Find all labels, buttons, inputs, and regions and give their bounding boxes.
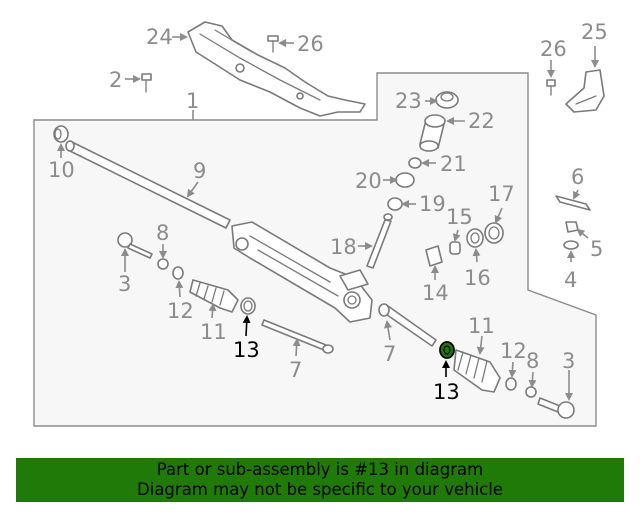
callout-7-left: 7: [289, 358, 302, 382]
callout-15: 15: [446, 205, 473, 229]
callout-8-left: 8: [156, 221, 169, 245]
callout-7-right: 7: [383, 342, 396, 366]
part-16-seal: [466, 228, 484, 248]
part-3-tie-rod-end-right: [537, 397, 575, 419]
callout-24: 24: [146, 25, 173, 49]
assembly-boundary: [33, 72, 597, 427]
callout-2: 2: [109, 68, 122, 92]
callout-14: 14: [422, 281, 449, 305]
part-1-steering-rack: [231, 221, 373, 323]
callout-26-center: 26: [297, 32, 324, 56]
callout-4: 4: [564, 268, 577, 292]
part-4-washer: [563, 240, 579, 250]
part-25-bracket: [565, 69, 605, 113]
info-banner: Part or sub-assembly is #13 in diagram D…: [16, 458, 624, 502]
callout-26-right: 26: [540, 37, 567, 61]
part-15-bushing: [449, 241, 461, 255]
callout-9: 9: [193, 159, 206, 183]
part-5-nut: [565, 221, 579, 233]
callout-11-left: 11: [200, 320, 227, 344]
callout-19: 19: [419, 192, 446, 216]
callout-8-right: 8: [526, 349, 539, 373]
part-11-boot-right: [453, 349, 501, 393]
callout-22: 22: [468, 109, 495, 133]
part-11-boot-left: [189, 279, 239, 313]
banner-line-1: Part or sub-assembly is #13 in diagram: [156, 460, 484, 479]
part-26-bolt-center: [267, 35, 279, 53]
part-19-nut: [387, 197, 403, 211]
callout-5: 5: [590, 237, 603, 261]
part-2-bolt: [141, 73, 152, 93]
part-8-nut-left: [157, 258, 169, 270]
part-7-inner-tie-rod-left: [261, 319, 334, 354]
callout-3-right: 3: [562, 349, 575, 373]
part-13-clamp-left: [240, 297, 256, 315]
part-14-bushing: [425, 245, 443, 267]
part-22-sleeve: [419, 114, 446, 152]
callout-3-left: 3: [118, 272, 131, 296]
callout-25: 25: [581, 20, 608, 44]
part-9-rod: [65, 140, 231, 229]
callout-10: 10: [48, 158, 75, 182]
callout-21: 21: [440, 152, 467, 176]
callout-11-right: 11: [468, 314, 495, 338]
part-10-bushing: [53, 125, 69, 143]
callout-1: 1: [186, 89, 199, 113]
leader-lines: [57, 33, 599, 401]
part-8-nut-right: [525, 386, 537, 398]
part-6-clip: [555, 195, 591, 211]
callout-16: 16: [464, 266, 491, 290]
callout-12-left: 12: [167, 299, 194, 323]
part-12-clamp-left: [172, 266, 184, 280]
part-23-cap: [435, 91, 459, 109]
callout-13-left: 13: [233, 338, 260, 362]
callout-18: 18: [330, 235, 357, 259]
part-26-bolt-right: [546, 79, 556, 96]
callout-20: 20: [355, 169, 382, 193]
part-12-clamp-right: [505, 377, 517, 391]
callout-17: 17: [488, 182, 515, 206]
part-7-inner-tie-rod-right: [378, 303, 437, 347]
parts-diagram: 24 26 2 1 23 22 21 20 19 18 9 10 17 15 1…: [33, 20, 608, 427]
part-18-shaft: [366, 213, 393, 269]
callout-13-right: 13: [433, 380, 460, 404]
callout-6: 6: [571, 165, 584, 189]
part-13-clamp-right: [439, 341, 455, 359]
part-24-crossmember: [187, 21, 366, 117]
part-21-ring: [408, 157, 422, 169]
part-20-seal: [395, 172, 415, 188]
callout-23: 23: [395, 89, 422, 113]
callout-12-right: 12: [500, 339, 527, 363]
banner-line-2: Diagram may not be specific to your vehi…: [137, 480, 503, 499]
part-3-tie-rod-end-left: [117, 232, 153, 259]
part-17-ring: [484, 222, 504, 244]
